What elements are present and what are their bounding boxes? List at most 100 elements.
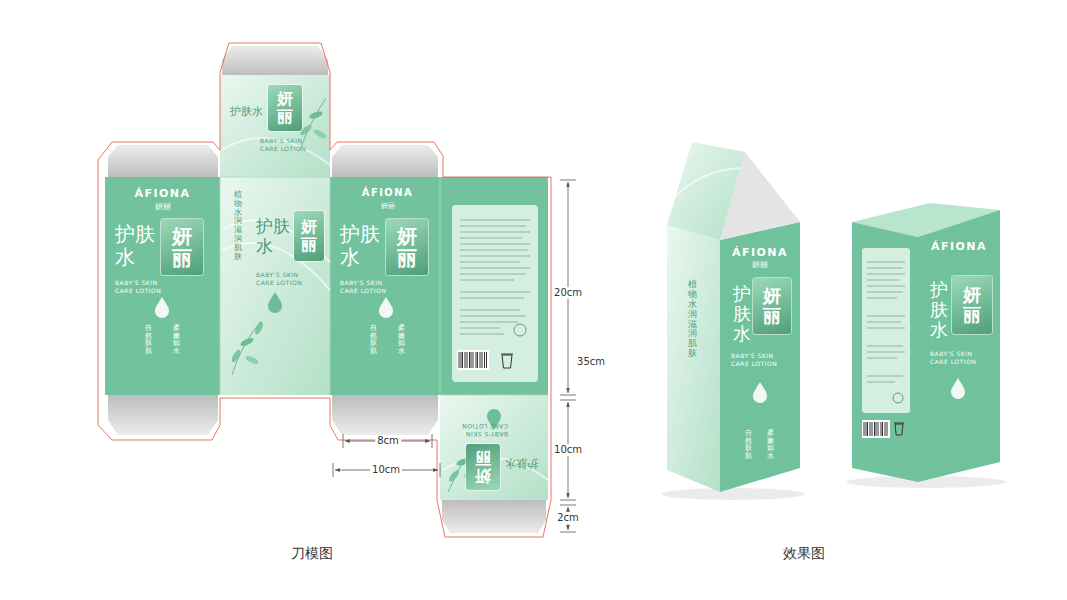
- dust-flap: [108, 145, 218, 177]
- dimension-label: 35cm: [575, 356, 607, 368]
- water-drop: [753, 382, 767, 403]
- water-drop: [268, 292, 282, 313]
- leaf: [230, 349, 242, 364]
- box-front-face: ÁFIONA妍丽护肤水BABY'S SKIN CARE LOTION自然肤肌柔嫩…: [723, 242, 797, 474]
- slogan: 柔嫩如水: [173, 325, 180, 356]
- english-name: BABY'S SKIN CARE LOTION: [256, 271, 318, 287]
- leaf: [244, 355, 259, 366]
- dust-flap: [108, 395, 218, 435]
- brand-name: ÁFIONA: [330, 187, 445, 199]
- caption: 刀模图: [289, 545, 335, 562]
- tuck-flap: [442, 500, 546, 533]
- brand-name-cn: 妍丽: [105, 202, 220, 212]
- logo-text: 妍丽: [475, 449, 491, 484]
- leaf-stem: [300, 98, 326, 150]
- english-name: BABY'S SKIN CARE LOTION: [456, 422, 508, 438]
- barcode: [864, 422, 887, 436]
- brand-name: ÁFIONA: [922, 240, 996, 253]
- dimension-label: 20cm: [552, 287, 584, 299]
- box-lid: [667, 142, 745, 240]
- dimension-label: 8cm: [375, 435, 401, 447]
- product-name: 护肤水: [115, 223, 156, 269]
- info-label: [452, 205, 538, 382]
- product-name: 护肤水: [256, 217, 291, 256]
- product-name: 护肤水: [340, 223, 381, 269]
- product-name: 护肤水: [505, 457, 538, 470]
- brand-name-cn: 妍丽: [723, 260, 797, 270]
- slogan: 自然肤肌: [145, 325, 152, 356]
- side-slogan: 植物水润滋润肌肤: [688, 280, 697, 359]
- logo-text: 妍丽: [763, 286, 781, 326]
- box-front-face: [918, 210, 1000, 482]
- product-name: 护肤水: [930, 280, 948, 339]
- english-name: BABY'S SKIN CARE LOTION: [731, 352, 793, 368]
- slogan: 自然肤肌: [745, 430, 752, 461]
- bottom-flap-panel: [440, 395, 548, 500]
- logo-box: 妍丽: [466, 444, 500, 490]
- logo-box: 妍丽: [161, 219, 203, 275]
- swoosh: [672, 168, 740, 200]
- caption: 效果图: [781, 545, 827, 562]
- qs-mark: [893, 393, 903, 403]
- box-side-face: [852, 222, 918, 482]
- leaf: [313, 128, 328, 140]
- recycle-icon: [894, 423, 904, 435]
- fold-line: [220, 177, 548, 395]
- bottom-flap: 护肤水 BABY'S SKIN CARE LOTION 妍丽: [440, 395, 548, 500]
- slogan: 自然肤肌: [370, 325, 377, 356]
- box-front-face: ÁFIONA 护肤水 BABY'S SKIN CARE LOTION 妍丽: [922, 240, 996, 465]
- back-panel: [440, 177, 548, 395]
- top-flap: 护肤水BABY'S SKIN CARE LOTION妍丽: [220, 75, 330, 177]
- swoosh: [222, 138, 548, 480]
- logo-box: 妍丽: [268, 85, 302, 131]
- side-panel: [220, 177, 330, 395]
- fine-print: [460, 220, 530, 334]
- logo-box: 妍丽: [952, 276, 992, 334]
- dimension-label: 2cm: [555, 512, 581, 524]
- logo-box: 妍丽: [753, 278, 791, 334]
- leaf: [308, 110, 323, 120]
- cut-line: [98, 43, 551, 537]
- recycle-icon: [501, 354, 513, 368]
- front-panel: ÁFIONA妍丽护肤水BABY'S SKIN CARE LOTION自然肤肌柔嫩…: [105, 177, 220, 395]
- logo-box: 妍丽: [386, 219, 428, 275]
- water-drop: [951, 378, 965, 399]
- tuck-flap: [222, 46, 328, 75]
- extension-line: [333, 180, 576, 532]
- logo-box: 妍丽: [294, 211, 324, 261]
- product-name: 护肤水: [230, 105, 263, 118]
- logo-text: 妍丽: [277, 90, 293, 125]
- product-name: 护肤水: [733, 284, 751, 343]
- box-side-face: [667, 225, 720, 492]
- english-name: BABY'S SKIN CARE LOTION: [340, 279, 402, 295]
- slogan: 柔嫩如水: [398, 325, 405, 356]
- logo-text: 妍丽: [301, 218, 317, 253]
- side-panel: 植物水润滋润肌肤护肤水BABY'S SKIN CARE LOTION妍丽: [220, 177, 330, 395]
- logo-text: 妍丽: [963, 285, 981, 325]
- barcode-ground: [457, 350, 489, 370]
- fine-print: [867, 262, 905, 382]
- info-label: [862, 248, 910, 413]
- leaf: [254, 320, 265, 335]
- shadow: [661, 488, 805, 500]
- qs-mark: [514, 324, 526, 336]
- english-name: BABY'S SKIN CARE LOTION: [115, 279, 177, 295]
- water-drop: [155, 297, 169, 318]
- brand-name-cn: 妍丽: [330, 202, 445, 211]
- brand-name: ÁFIONA: [723, 246, 797, 259]
- dust-flap: [332, 395, 438, 435]
- front-panel: ÁFIONA妍丽护肤水BABY'S SKIN CARE LOTION自然肤肌柔嫩…: [330, 177, 440, 395]
- slogan: 柔嫩如水: [767, 430, 774, 461]
- english-name: BABY'S SKIN CARE LOTION: [930, 350, 992, 366]
- dimension-label: 10cm: [370, 464, 402, 476]
- box-front-face: [720, 222, 800, 492]
- brand-name: ÁFIONA: [105, 187, 220, 200]
- dust-flap: [332, 145, 438, 177]
- logo-text: 妍丽: [397, 225, 417, 269]
- leaf: [239, 337, 254, 348]
- dimension-label: 10cm: [552, 444, 584, 456]
